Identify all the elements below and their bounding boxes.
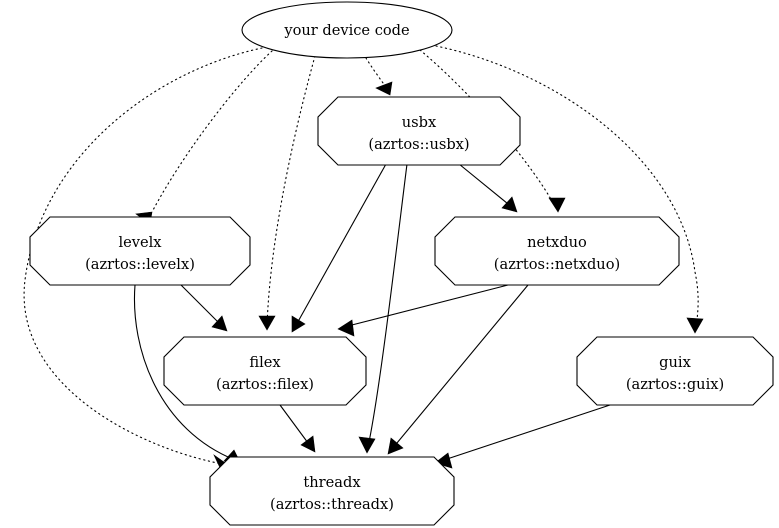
node-netxduo-title: netxduo	[527, 234, 587, 251]
node-levelx-title: levelx	[118, 234, 162, 251]
node-guix-title: guix	[659, 354, 691, 371]
node-levelx[interactable]: levelx (azrtos::levelx)	[29, 216, 251, 286]
node-levelx-subtitle: (azrtos::levelx)	[85, 256, 195, 273]
edge-netxduo-to-filex	[337, 284, 509, 337]
node-threadx-title: threadx	[303, 474, 361, 491]
arrowhead-filex-threadx	[300, 435, 316, 453]
node-usbx-shape[interactable]	[317, 96, 521, 166]
edge-usbx-to-netxduo	[458, 163, 518, 213]
edge-group-dotted	[23, 45, 704, 473]
node-filex-shape[interactable]	[163, 336, 367, 406]
node-filex-subtitle: (azrtos::filex)	[216, 376, 314, 393]
edge-root-to-netxduo	[419, 49, 566, 213]
edge-usbx-to-threadx	[358, 163, 408, 454]
arrowhead-usbx-filex	[291, 315, 306, 333]
node-root-shape[interactable]	[241, 1, 453, 59]
node-threadx-shape[interactable]	[209, 456, 455, 526]
arrowhead-usbx-netxduo	[501, 196, 518, 213]
arrowhead-levelx-filex	[211, 315, 228, 332]
edge-root-to-guix	[435, 45, 704, 334]
edge-usbx-to-filex	[291, 163, 387, 333]
node-guix-subtitle: (azrtos::guix)	[626, 376, 724, 393]
edge-root-to-filex	[258, 55, 316, 331]
edge-filex-to-threadx	[279, 404, 316, 453]
node-netxduo-shape[interactable]	[434, 216, 680, 286]
arrowhead-usbx-threadx	[358, 436, 376, 454]
edge-group-solid	[133, 163, 611, 469]
node-netxduo-subtitle: (azrtos::netxduo)	[494, 256, 620, 273]
node-usbx-title: usbx	[402, 114, 437, 131]
node-root[interactable]: your device code	[241, 1, 453, 59]
edge-levelx-to-threadx-via-filex	[180, 284, 228, 332]
edge-root-to-usbx	[365, 57, 393, 96]
edge-root-to-levelx	[135, 50, 273, 225]
arrowhead-netxduo-threadx	[387, 437, 404, 455]
node-root-title: your device code	[283, 22, 409, 39]
node-levelx-shape[interactable]	[29, 216, 251, 286]
edge-netxduo-to-threadx	[387, 284, 529, 455]
node-threadx[interactable]: threadx (azrtos::threadx)	[209, 456, 455, 526]
node-filex-title: filex	[249, 354, 281, 371]
node-filex[interactable]: filex (azrtos::filex)	[163, 336, 367, 406]
arrowhead-root-netxduo	[548, 197, 566, 213]
edge-guix-to-threadx	[434, 404, 611, 469]
node-netxduo[interactable]: netxduo (azrtos::netxduo)	[434, 216, 680, 286]
node-guix-shape[interactable]	[576, 336, 774, 406]
node-usbx[interactable]: usbx (azrtos::usbx)	[317, 96, 521, 166]
arrowhead-root-usbx	[375, 81, 393, 96]
arrowhead-netxduo-filex	[337, 319, 355, 337]
arrowhead-root-filex	[258, 315, 276, 331]
arrowhead-root-guix	[686, 317, 704, 334]
node-guix[interactable]: guix (azrtos::guix)	[576, 336, 774, 406]
node-threadx-subtitle: (azrtos::threadx)	[270, 496, 394, 513]
node-usbx-subtitle: (azrtos::usbx)	[368, 136, 469, 153]
